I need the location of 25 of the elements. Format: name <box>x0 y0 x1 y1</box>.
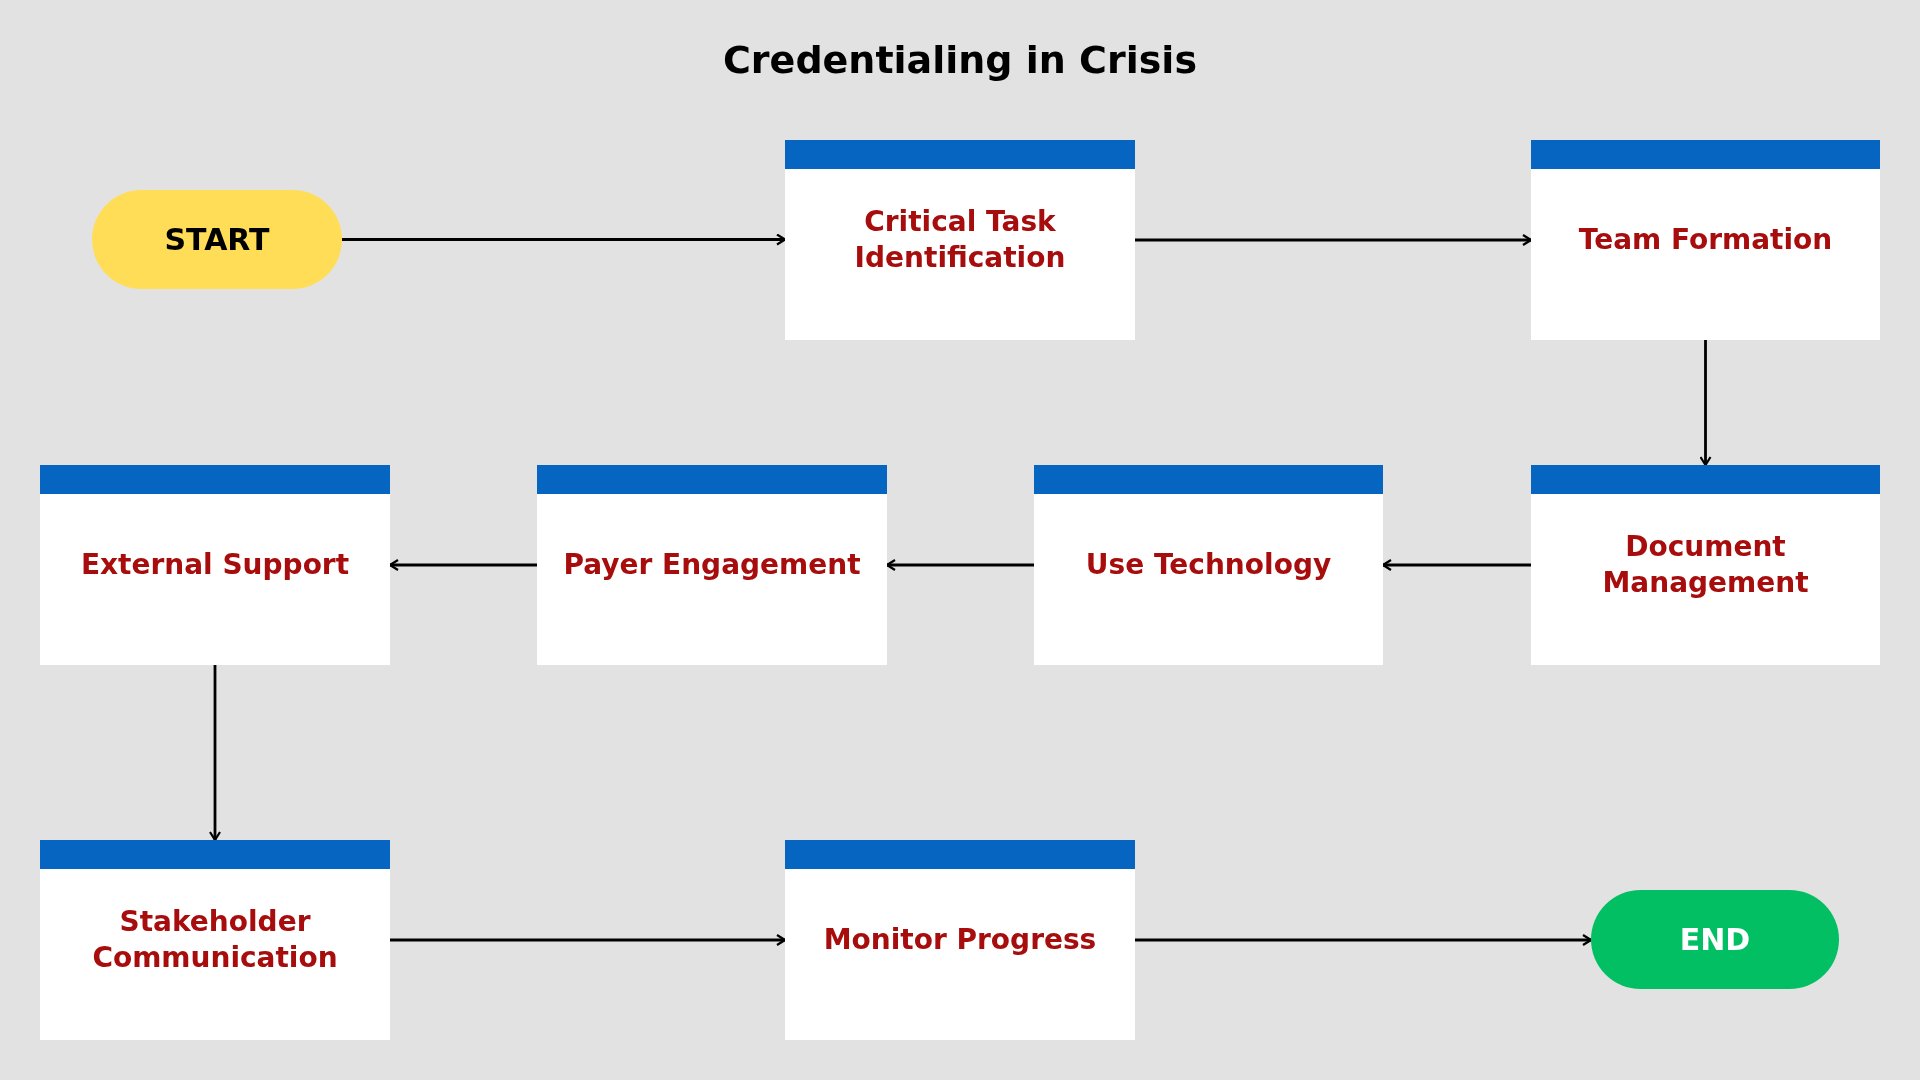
node-label: Document Management <box>1601 528 1810 601</box>
diagram-title: Credentialing in Crisis <box>723 38 1197 82</box>
arrow <box>1699 340 1712 467</box>
process-box <box>1531 465 1880 665</box>
process-box <box>40 840 390 1040</box>
node-label: Team Formation <box>1578 221 1833 258</box>
process-box <box>40 465 390 665</box>
node-label: START <box>164 222 270 257</box>
node-label: External Support <box>80 546 350 583</box>
process-box <box>785 840 1135 1040</box>
process-box <box>537 465 887 665</box>
process-box <box>1531 140 1880 340</box>
process-box <box>785 140 1135 340</box>
arrow <box>1135 933 1593 947</box>
arrow <box>1135 233 1533 247</box>
node-label: Critical Task Identification <box>853 203 1067 276</box>
node-label: Payer Engagement <box>563 546 861 583</box>
node-label: END <box>1679 922 1751 957</box>
arrow <box>390 933 787 947</box>
process-box <box>1034 465 1383 665</box>
node-label: Use Technology <box>1085 546 1332 583</box>
arrow <box>208 665 222 842</box>
arrow <box>342 233 787 246</box>
node-label: Monitor Progress <box>823 921 1097 958</box>
node-label: Stakeholder Communication <box>91 903 339 976</box>
